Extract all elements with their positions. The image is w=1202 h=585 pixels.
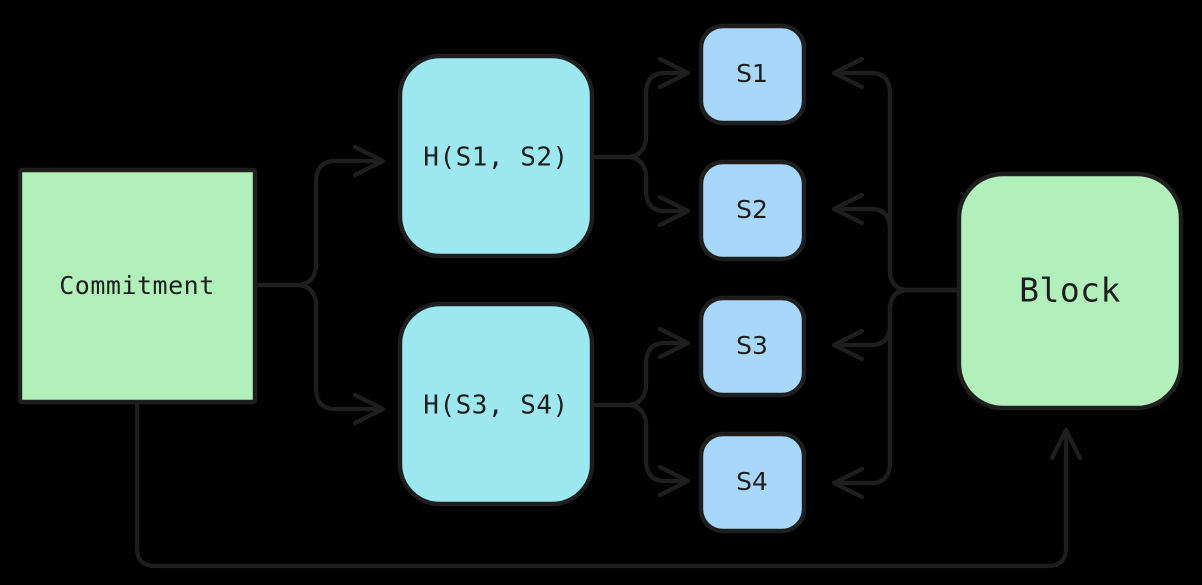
node-s3-shape [698, 295, 807, 398]
node-s2-label: S2 [736, 195, 768, 224]
edge-commitment-to-block [134, 402, 1083, 569]
node-h12[interactable]: H(S1, S2) [397, 53, 595, 259]
node-s2[interactable]: S2 [698, 159, 807, 262]
node-h34[interactable]: H(S3, S4) [397, 301, 595, 507]
edge-block-to-s1 [831, 56, 959, 293]
edge-h12-to-s1 [591, 56, 691, 160]
node-s4[interactable]: S4 [698, 431, 807, 534]
node-h12-label: H(S1, S2) [423, 143, 568, 173]
edge-block-to-s3 [831, 287, 959, 362]
edge-layer [134, 56, 1083, 569]
node-h34-label: H(S3, S4) [423, 391, 568, 421]
edge-block-to-s4 [831, 287, 959, 500]
node-commitment[interactable]: Commitment [17, 167, 258, 405]
node-h34-shape [397, 301, 595, 507]
node-layer: Commitment H(S1, S2) H(S3, S4) S1 S2 [17, 23, 1184, 534]
edge-h12-to-s2 [591, 154, 691, 228]
node-block-label: Block [1019, 271, 1121, 310]
node-s4-shape [698, 431, 807, 534]
node-s3[interactable]: S3 [698, 295, 807, 398]
node-s1-shape [698, 23, 807, 126]
node-commitment-shape [17, 167, 258, 405]
node-s1[interactable]: S1 [698, 23, 807, 126]
node-s3-label: S3 [736, 331, 768, 360]
node-s2-shape [698, 159, 807, 262]
edge-h34-to-s3 [591, 326, 691, 408]
node-s4-label: S4 [736, 467, 768, 496]
node-h12-shape [397, 53, 595, 259]
node-block[interactable]: Block [956, 171, 1184, 411]
edge-commitment-to-h34 [254, 282, 386, 426]
edge-block-to-s2 [831, 192, 959, 293]
node-s1-label: S1 [736, 59, 768, 88]
edge-h34-to-s4 [591, 402, 691, 498]
node-commitment-label: Commitment [59, 271, 215, 300]
node-block-shape [956, 171, 1184, 411]
edge-commitment-to-h12 [254, 144, 386, 288]
